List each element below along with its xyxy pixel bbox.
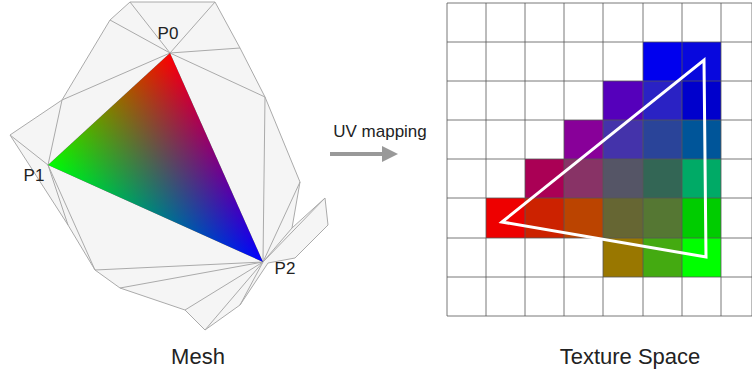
vertex-label: P1 — [24, 167, 45, 184]
grid-line — [721, 3, 722, 316]
grid-line — [564, 3, 565, 316]
grid-line — [643, 3, 644, 316]
grid-line — [447, 3, 752, 4]
texture-cells — [486, 42, 721, 277]
vertex-label: P0 — [158, 25, 179, 42]
vertex-label: P2 — [275, 260, 296, 277]
grid-line — [447, 316, 752, 317]
grid-line — [525, 3, 526, 316]
panel-caption: Mesh — [171, 346, 225, 368]
uv-triangle — [502, 60, 706, 257]
grid-line — [447, 81, 752, 82]
grid-line — [447, 3, 448, 316]
grid-line — [603, 3, 604, 316]
grid-line — [682, 3, 683, 316]
gradient-triangle — [48, 53, 263, 262]
mesh — [10, 2, 328, 330]
grid-line — [447, 42, 752, 43]
mapping-label: UV mapping — [333, 123, 427, 140]
panel-caption: Texture Space — [560, 346, 701, 368]
grid-line — [447, 120, 752, 121]
grid-line — [447, 277, 752, 278]
mapping-arrow — [330, 146, 398, 162]
texture-grid — [447, 3, 752, 316]
grid-line — [486, 3, 487, 316]
